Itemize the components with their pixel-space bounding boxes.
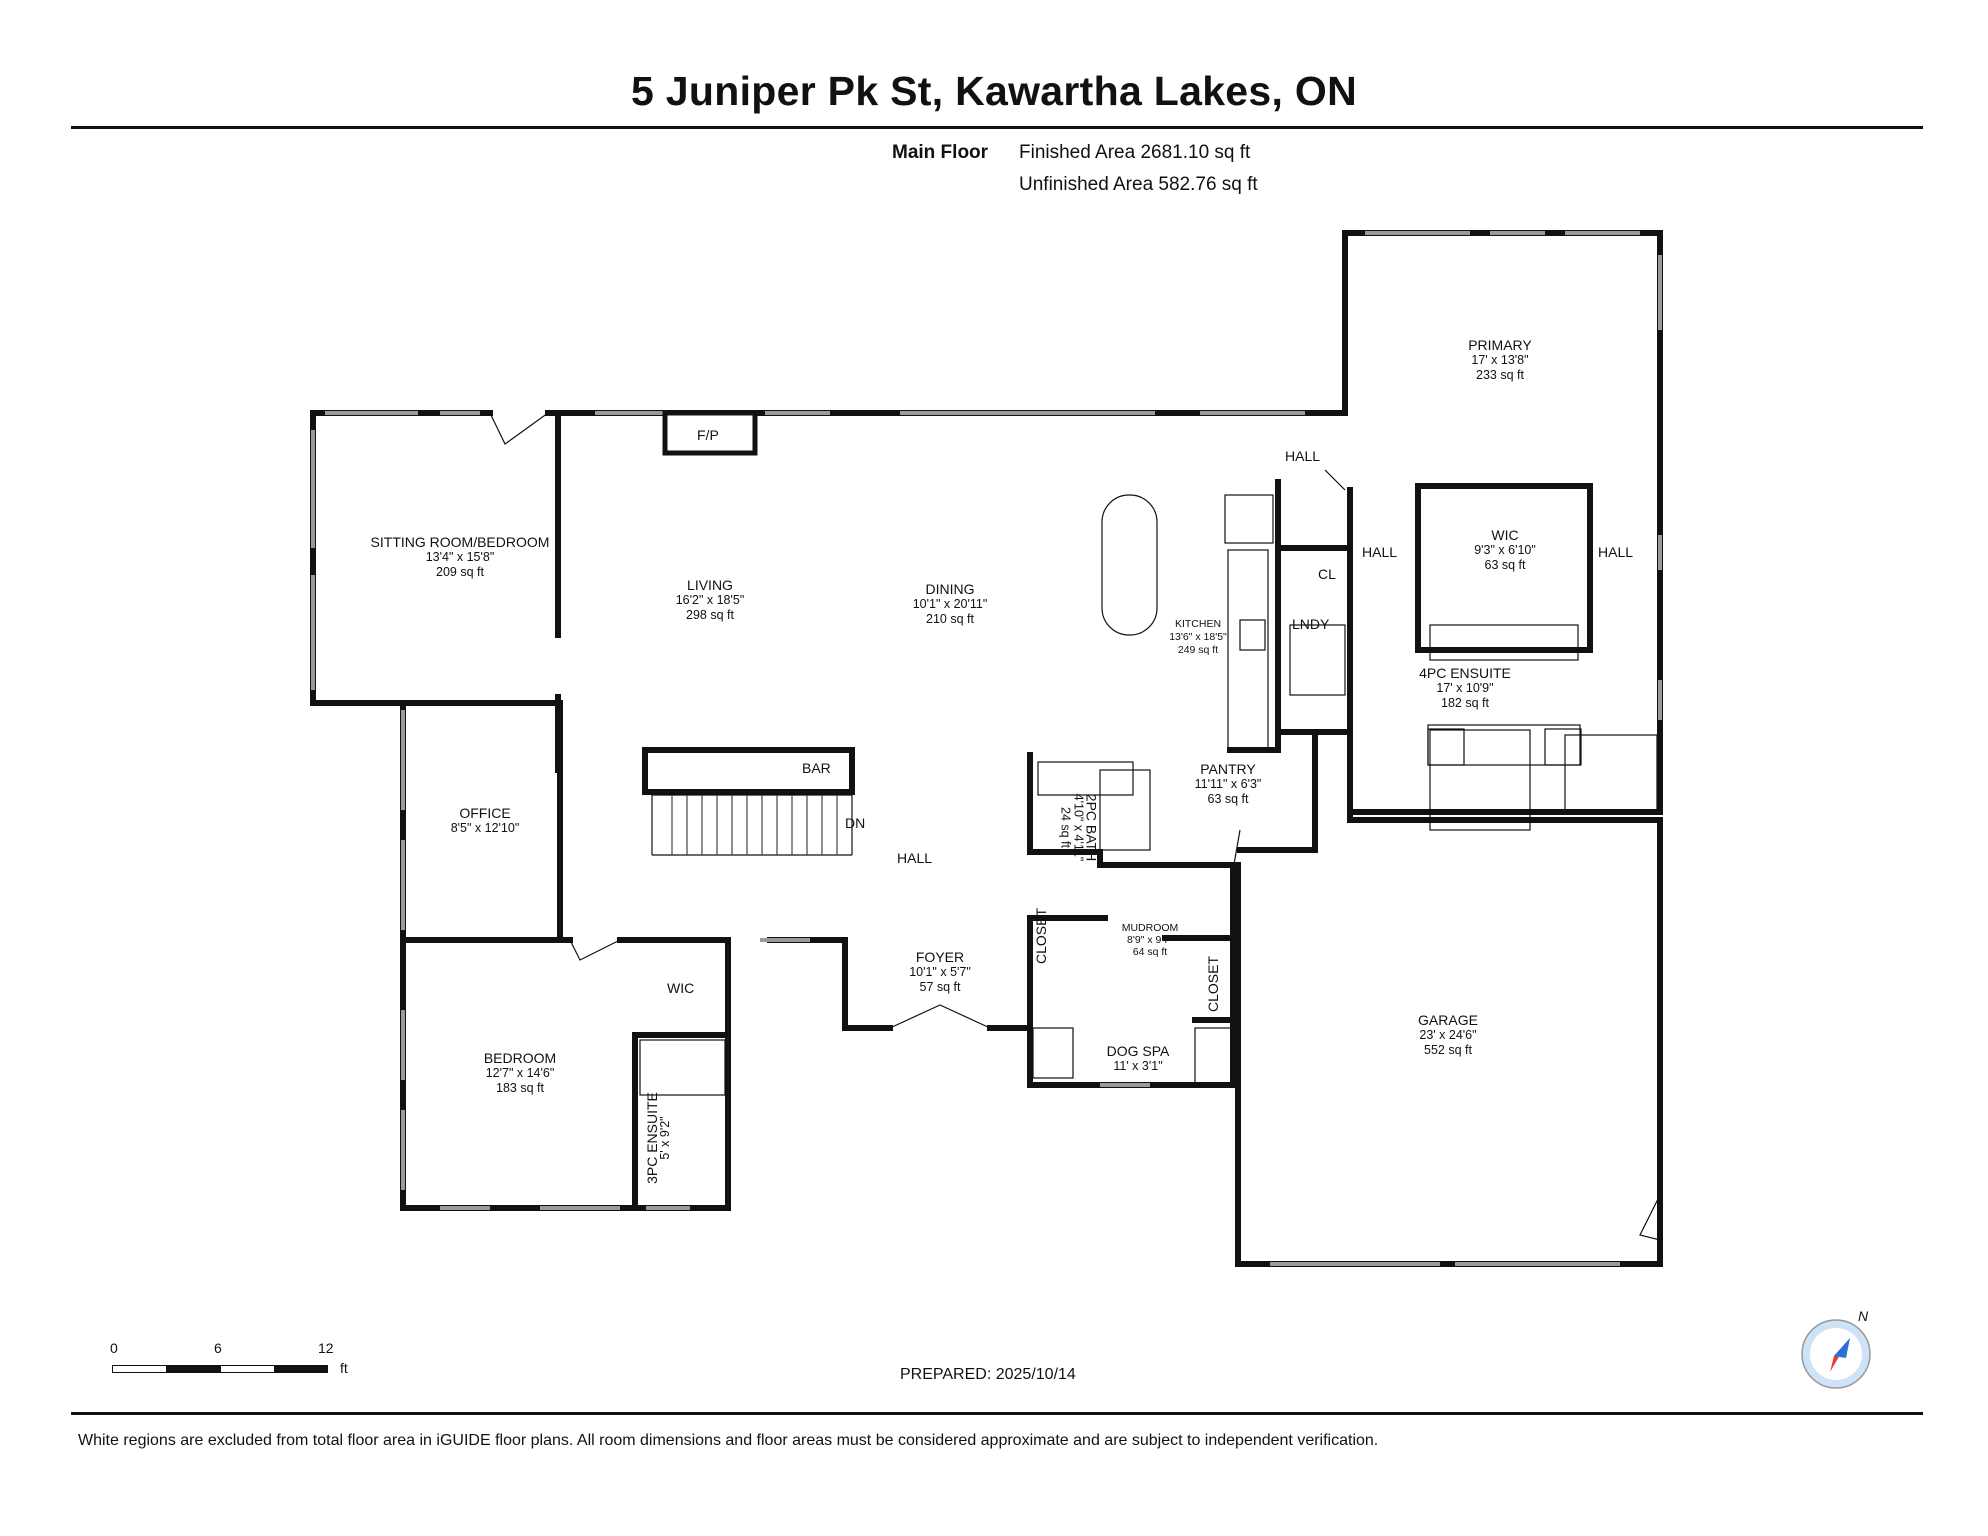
room-primary-name: PRIMARY <box>1468 337 1532 353</box>
room-wic-primary-dims: 9'3" x 6'10" <box>1474 543 1536 557</box>
scale-segment-1 <box>112 1365 168 1373</box>
scale-bar: 0 6 12 ft <box>110 1340 370 1380</box>
room-bath2-dims: 4'10" x 4'11" <box>1071 793 1086 862</box>
hall-label-upper: HALL <box>1285 448 1321 464</box>
room-kitchen-name: KITCHEN <box>1174 618 1222 630</box>
room-office-name: OFFICE <box>459 805 511 821</box>
room-living-area: 298 sq ft <box>686 608 734 622</box>
room-bath2: 2PC BATH 4'10" x 4'11" 24 sq ft <box>1058 758 1100 898</box>
room-dogspa-name: DOG SPA <box>1106 1043 1170 1059</box>
closet-label-cl: CL <box>1318 566 1336 582</box>
hall-label-main: HALL <box>897 850 933 866</box>
room-dogspa: DOG SPA 11' x 3'1" <box>1088 1044 1188 1074</box>
room-kitchen-dims: 13'6" x 18'5" <box>1169 631 1227 643</box>
fireplace-label: F/P <box>697 427 719 443</box>
scale-segment-4 <box>274 1365 328 1373</box>
room-wic-primary-name: WIC <box>1491 527 1519 543</box>
scale-segment-2 <box>166 1365 220 1373</box>
room-office-dims: 8'5" x 12'10" <box>450 821 520 835</box>
room-sitting-dims: 13'4" x 15'8" <box>425 550 495 564</box>
compass <box>1801 1319 1871 1389</box>
thin-lines <box>639 494 1658 1096</box>
room-mudroom-area: 64 sq ft <box>1132 946 1168 958</box>
room-kitchen: KITCHEN 13'6" x 18'5" 249 sq ft <box>1148 618 1248 657</box>
room-ensuite4: 4PC ENSUITE 17' x 10'9" 182 sq ft <box>1390 666 1540 711</box>
floor-name: Main Floor <box>892 142 989 163</box>
footer-rule <box>71 1412 1923 1415</box>
closet-label-mudroom-left: CLOSET <box>1033 907 1049 964</box>
scale-segment-3 <box>220 1365 276 1373</box>
room-ensuite3: 3PC ENSUITE 5' x 9'2" <box>644 1083 672 1193</box>
room-dogspa-dims: 11' x 3'1" <box>1113 1059 1163 1073</box>
page-title: 5 Juniper Pk St, Kawartha Lakes, ON <box>631 68 1357 114</box>
room-kitchen-area: 249 sq ft <box>1177 644 1219 656</box>
compass-north-label: N <box>1858 1308 1869 1324</box>
room-mudroom: MUDROOM 8'9" x 9'7" 64 sq ft <box>1105 922 1195 958</box>
room-sitting: SITTING ROOM/BEDROOM 13'4" x 15'8" 209 s… <box>340 535 580 580</box>
room-garage-dims: 23' x 24'6" <box>1419 1028 1477 1042</box>
room-living: LIVING 16'2" x 18'5" 298 sq ft <box>640 578 780 623</box>
room-primary-dims: 17' x 13'8" <box>1471 353 1529 367</box>
walls <box>310 230 1663 1267</box>
room-ensuite4-area: 182 sq ft <box>1441 696 1489 710</box>
room-bedroom-name: BEDROOM <box>483 1050 557 1066</box>
room-bedroom: BEDROOM 12'7" x 14'6" 183 sq ft <box>455 1051 585 1096</box>
room-wic-primary-area: 63 sq ft <box>1484 558 1526 572</box>
scale-tick-12: 12 <box>318 1340 334 1356</box>
room-mudroom-name: MUDROOM <box>1121 922 1179 934</box>
room-mudroom-dims: 8'9" x 9'7" <box>1127 934 1173 946</box>
room-ensuite3-dims: 5' x 9'2" <box>658 1116 672 1160</box>
hall-label-mid: HALL <box>1362 544 1398 560</box>
room-foyer-area: 57 sq ft <box>919 980 961 994</box>
room-dining-name: DINING <box>925 581 975 597</box>
room-bath2-name: 2PC BATH <box>1083 793 1100 862</box>
scale-tick-0: 0 <box>110 1340 118 1356</box>
scale-tick-6: 6 <box>214 1340 222 1356</box>
room-bath2-area: 24 sq ft <box>1058 807 1073 848</box>
room-pantry: PANTRY 11'11" x 6'3" 63 sq ft <box>1168 762 1288 807</box>
room-garage: GARAGE 23' x 24'6" 552 sq ft <box>1388 1013 1508 1058</box>
unfinished-area: Unfinished Area 582.76 sq ft <box>1019 174 1258 195</box>
room-garage-name: GARAGE <box>1418 1012 1478 1028</box>
wic-label-bedroom: WIC <box>667 980 695 996</box>
room-garage-area: 552 sq ft <box>1424 1043 1472 1057</box>
header-rule <box>71 126 1923 129</box>
room-ensuite4-dims: 17' x 10'9" <box>1436 681 1494 695</box>
room-pantry-dims: 11'11" x 6'3" <box>1194 777 1262 791</box>
room-foyer-dims: 10'1" x 5'7" <box>909 965 971 979</box>
room-bedroom-dims: 12'7" x 14'6" <box>485 1066 555 1080</box>
room-foyer: FOYER 10'1" x 5'7" 57 sq ft <box>880 950 1000 995</box>
room-sitting-area: 209 sq ft <box>436 565 484 579</box>
finished-area: Finished Area 2681.10 sq ft <box>1019 142 1251 163</box>
room-pantry-area: 63 sq ft <box>1207 792 1249 806</box>
room-foyer-name: FOYER <box>915 949 965 965</box>
room-office: OFFICE 8'5" x 12'10" <box>420 806 550 836</box>
fireplace <box>662 410 758 456</box>
doors <box>489 412 1661 1241</box>
laundry-label: LNDY <box>1292 616 1330 632</box>
room-primary-area: 233 sq ft <box>1476 368 1524 382</box>
room-living-dims: 16'2" x 18'5" <box>675 593 745 607</box>
room-dining: DINING 10'1" x 20'11" 210 sq ft <box>880 582 1020 627</box>
room-ensuite4-name: 4PC ENSUITE <box>1419 665 1511 681</box>
footer-disclaimer: White regions are excluded from total fl… <box>78 1432 1379 1449</box>
stairs-down-label: DN <box>845 815 866 831</box>
windows <box>311 231 1662 1266</box>
room-living-name: LIVING <box>687 577 733 593</box>
closet-label-mudroom-right: CLOSET <box>1205 955 1221 1012</box>
prepared-date: PREPARED: 2025/10/14 <box>900 1366 1076 1383</box>
room-sitting-name: SITTING ROOM/BEDROOM <box>370 534 550 550</box>
room-pantry-name: PANTRY <box>1200 761 1256 777</box>
scale-unit: ft <box>340 1360 348 1376</box>
room-wic-primary: WIC 9'3" x 6'10" 63 sq ft <box>1445 528 1565 573</box>
room-bedroom-area: 183 sq ft <box>496 1081 544 1095</box>
room-primary: PRIMARY 17' x 13'8" 233 sq ft <box>1440 338 1560 383</box>
hall-label-right: HALL <box>1598 544 1634 560</box>
room-dining-area: 210 sq ft <box>926 612 974 626</box>
bar-label: BAR <box>802 760 831 776</box>
room-dining-dims: 10'1" x 20'11" <box>912 597 988 611</box>
